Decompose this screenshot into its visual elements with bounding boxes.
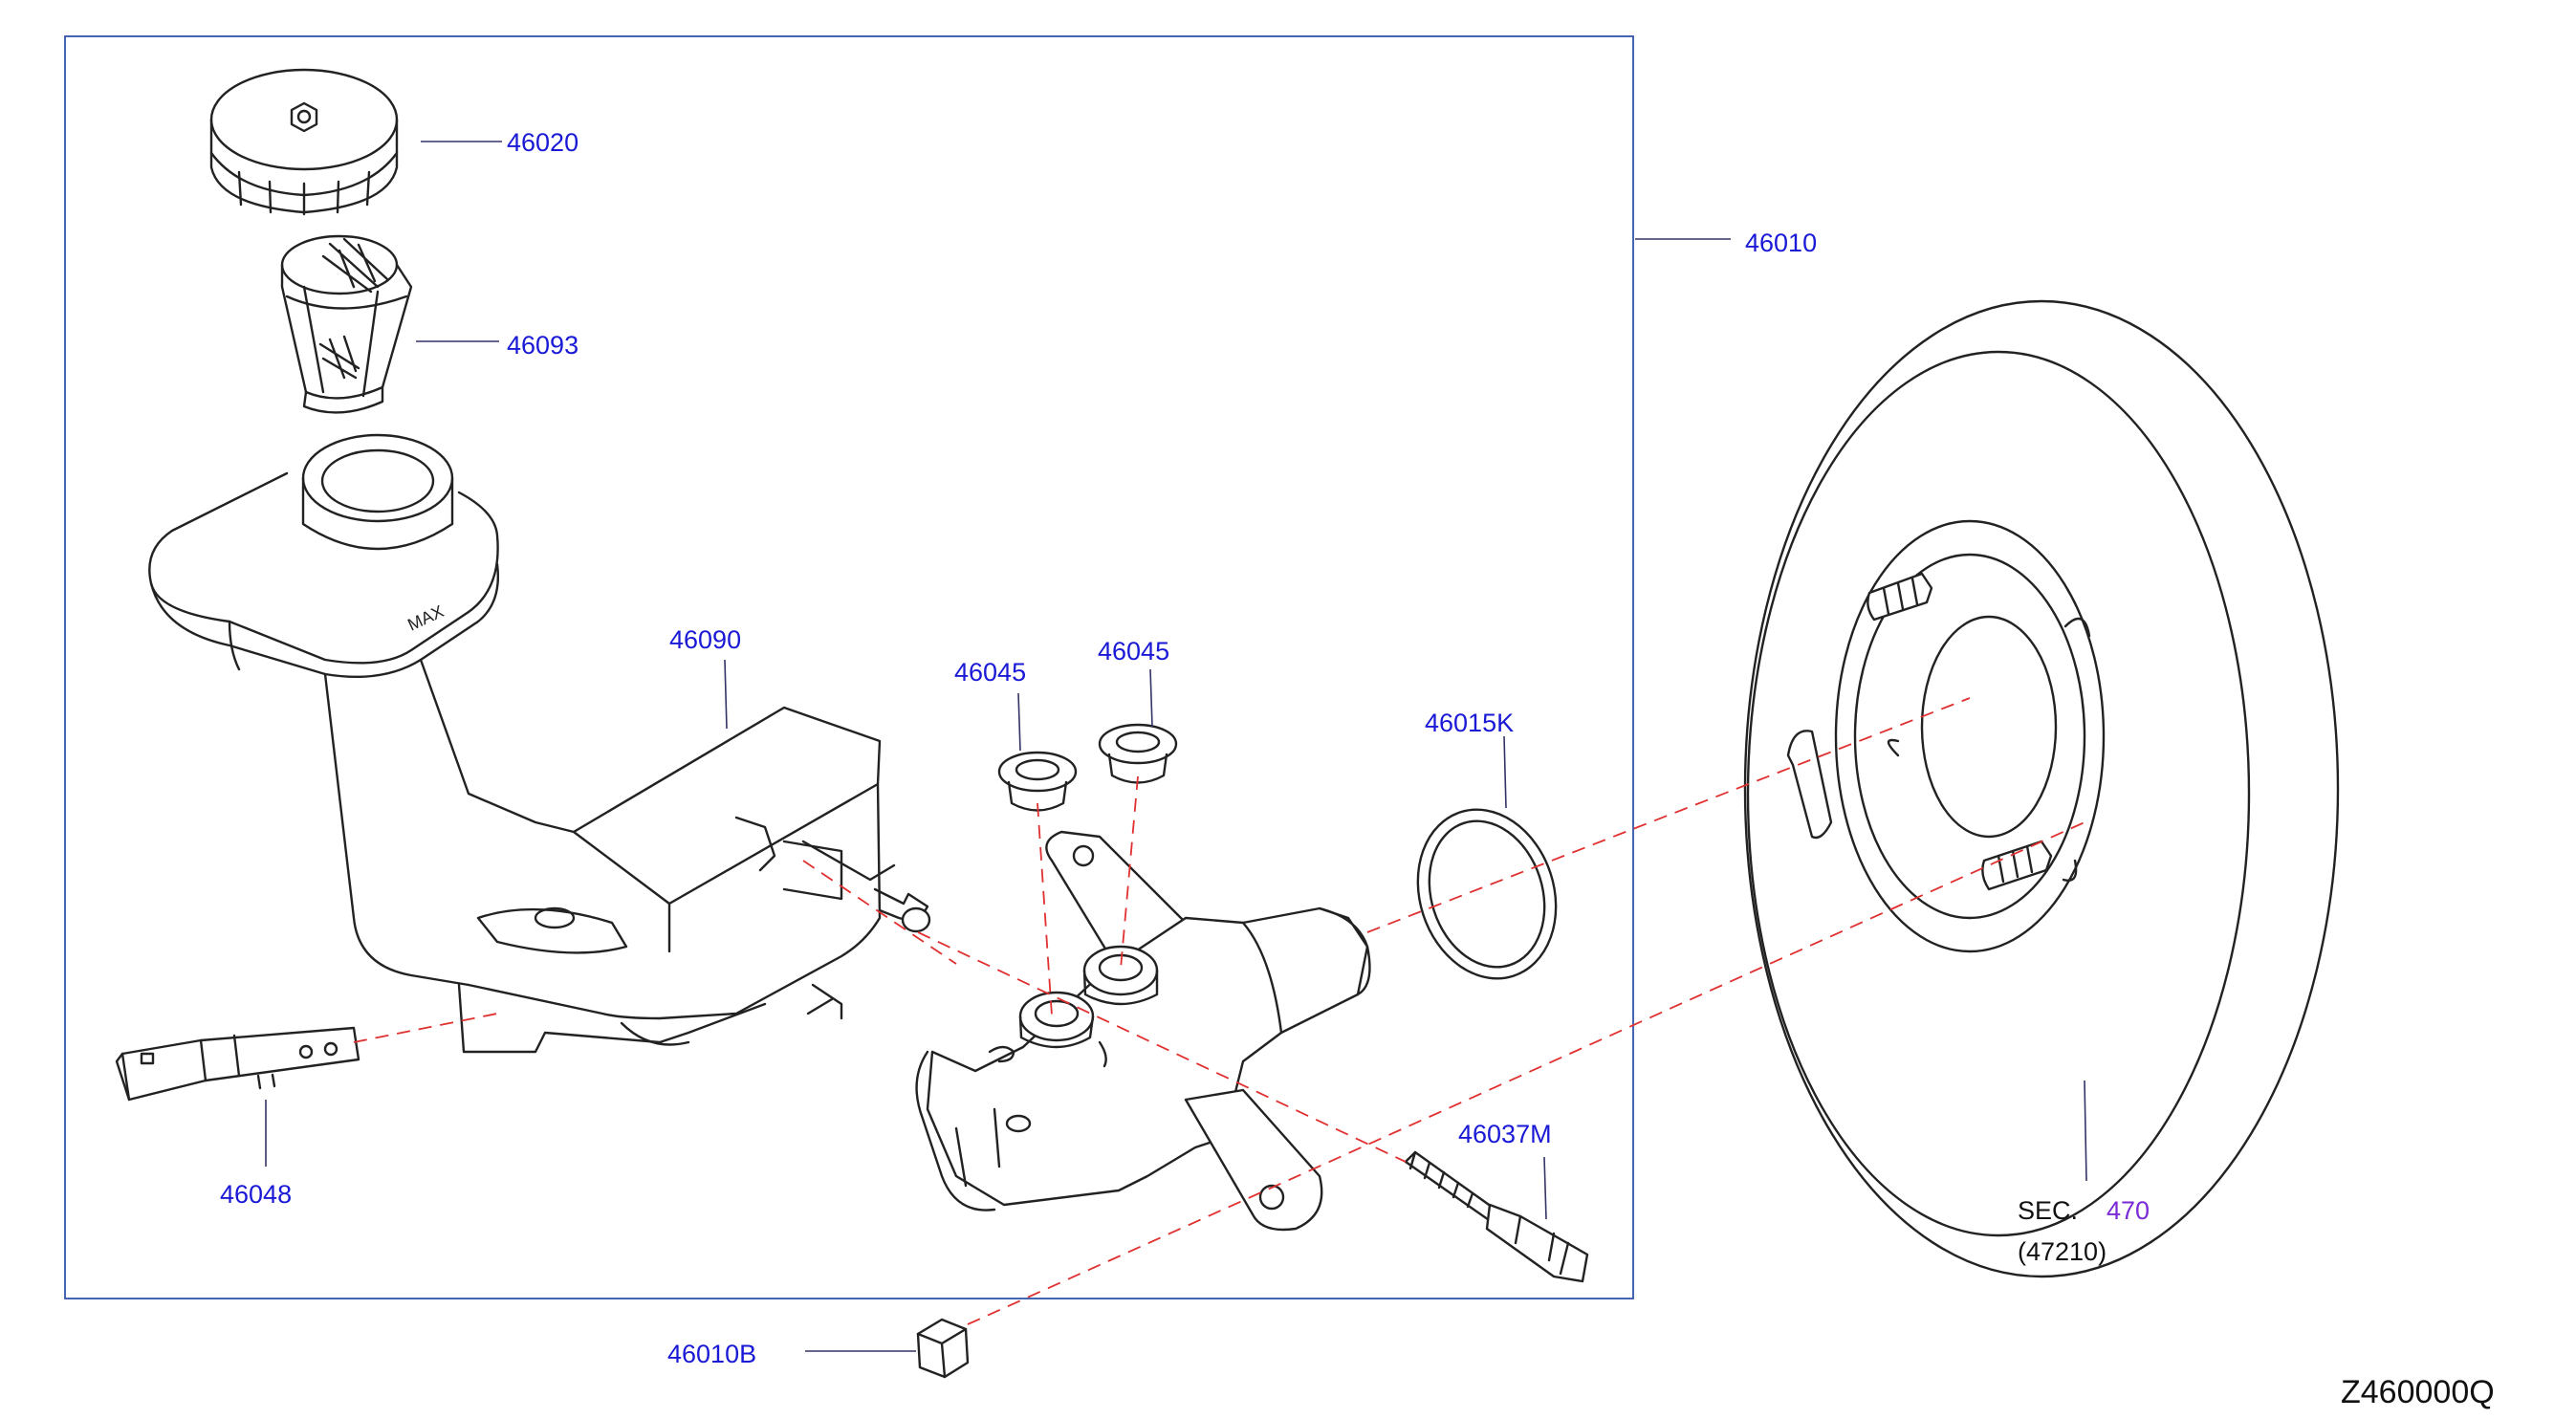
hex-nut[interactable] — [916, 1318, 970, 1379]
label-assembly[interactable]: 46010 — [1745, 229, 1817, 257]
mounting-bolt[interactable] — [1404, 1150, 1589, 1283]
reservoir-pin[interactable] — [115, 1026, 360, 1102]
label-nut[interactable]: 46010B — [667, 1340, 756, 1368]
label-grommet-left[interactable]: 46045 — [954, 658, 1026, 687]
label-o-ring[interactable]: 46015K — [1425, 709, 1514, 737]
label-reservoir[interactable]: 46090 — [669, 625, 741, 654]
label-pin[interactable]: 46048 — [220, 1180, 292, 1209]
leader-lines — [265, 141, 2087, 1352]
master-cylinder[interactable] — [915, 830, 1371, 1232]
alignment-lines — [353, 697, 2085, 1325]
o-ring[interactable] — [1397, 792, 1578, 996]
grommet-left[interactable] — [997, 751, 1078, 812]
label-grommet-right[interactable]: 46045 — [1098, 637, 1169, 666]
label-bolt[interactable]: 46037M — [1458, 1120, 1552, 1148]
reservoir-cap[interactable] — [209, 68, 399, 216]
section-reference: (47210) — [2018, 1237, 2107, 1266]
label-cap[interactable]: 46020 — [507, 128, 579, 157]
brake-booster[interactable] — [1743, 299, 2340, 1278]
section-prefix: SEC. — [2018, 1196, 2078, 1225]
grommet-right[interactable] — [1098, 723, 1178, 784]
reservoir-strainer[interactable] — [280, 234, 413, 414]
assembly-frame — [64, 35, 1634, 1299]
brake-fluid-reservoir[interactable]: MAX — [148, 433, 931, 1054]
section-link[interactable]: 470 — [2107, 1196, 2150, 1225]
label-strainer[interactable]: 46093 — [507, 331, 579, 360]
diagram-code: Z460000Q — [2341, 1374, 2495, 1410]
